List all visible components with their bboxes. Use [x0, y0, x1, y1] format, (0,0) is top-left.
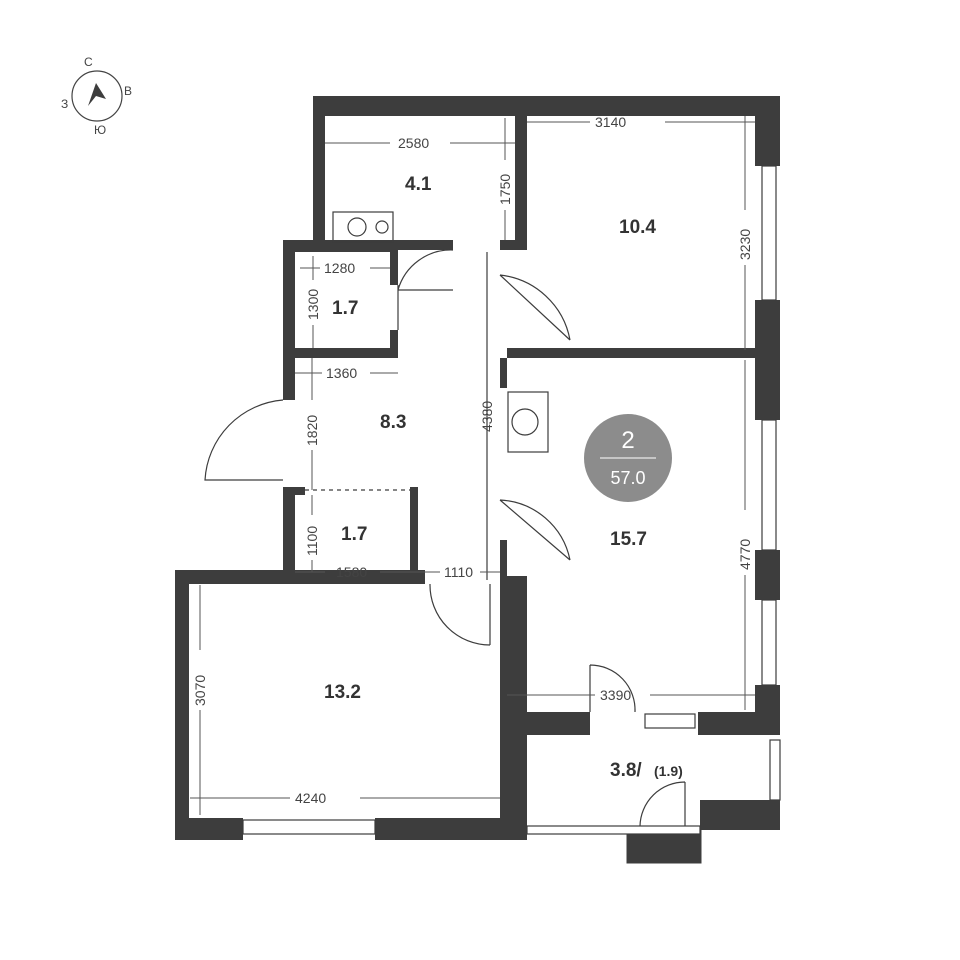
- compass-ring: [71, 70, 123, 122]
- dimension-label: 1580: [336, 564, 367, 580]
- windows: [242, 165, 781, 835]
- apartment-badge: 2 57.0: [584, 414, 672, 502]
- dimension-label: 3140: [595, 114, 626, 130]
- dimension-label: 3390: [600, 687, 631, 703]
- compass-east: В: [124, 84, 132, 98]
- window: [761, 165, 777, 301]
- north-arrow-icon: [88, 83, 106, 106]
- dimension-label: 1300: [305, 289, 321, 320]
- compass-south: Ю: [94, 123, 106, 137]
- door-swing: [639, 781, 686, 827]
- walls: [175, 96, 780, 864]
- window: [761, 419, 777, 551]
- dimension-label: 1100: [304, 526, 320, 556]
- door-swing: [429, 583, 491, 646]
- door-swing: [397, 249, 454, 330]
- window: [242, 819, 376, 835]
- door-swing: [499, 274, 571, 341]
- dimension-labels: 2580 1750 3140 3230 1280 1300 1360 1820 …: [192, 114, 753, 806]
- room-area-bathroom-bottom: 1.7: [341, 524, 367, 545]
- room-areas: 4.1 10.4 1.7 8.3 1.7 15.7 13.2 3.8/ (1.9…: [324, 174, 683, 781]
- sink-icon: [507, 391, 549, 453]
- fixtures: [332, 211, 549, 453]
- dimension-label: 3230: [737, 229, 753, 260]
- doors: [204, 249, 686, 827]
- dimension-label: 3070: [192, 675, 208, 706]
- compass-west: З: [61, 97, 68, 111]
- room-area-hall: 8.3: [380, 412, 406, 433]
- window: [644, 713, 696, 729]
- compass: С В Ю З: [61, 55, 132, 137]
- dimension-label: 4240: [295, 790, 326, 806]
- room-area-balcony-reduced: (1.9): [654, 763, 683, 779]
- room-area-bathroom-top: 1.7: [332, 298, 358, 319]
- badge-total-area: 57.0: [610, 468, 645, 488]
- dimension-label: 1110: [444, 564, 473, 580]
- dimension-label: 2580: [398, 135, 429, 151]
- dimension-label: 4770: [737, 539, 753, 570]
- compass-north: С: [84, 55, 93, 69]
- dimension-lines: [190, 116, 755, 815]
- stove-icon: [332, 211, 394, 243]
- room-area-kitchen-small: 4.1: [405, 174, 432, 195]
- badge-rooms: 2: [621, 427, 634, 454]
- room-area-living-room: 15.7: [610, 529, 647, 550]
- dimension-label: 1360: [326, 365, 357, 381]
- dimension-label: 4380: [479, 401, 495, 432]
- dimension-label: 1820: [304, 415, 320, 446]
- dimension-label: 1750: [497, 174, 513, 205]
- window: [769, 739, 781, 801]
- door-swing: [499, 499, 571, 561]
- room-area-bedroom-top: 10.4: [619, 217, 656, 238]
- room-area-balcony: 3.8/: [610, 760, 642, 781]
- dimension-label: 1280: [324, 260, 355, 276]
- window: [761, 599, 777, 686]
- door-swing: [204, 399, 284, 481]
- room-area-bedroom-bottom: 13.2: [324, 682, 361, 703]
- window: [526, 825, 701, 835]
- door-swing: [589, 664, 636, 713]
